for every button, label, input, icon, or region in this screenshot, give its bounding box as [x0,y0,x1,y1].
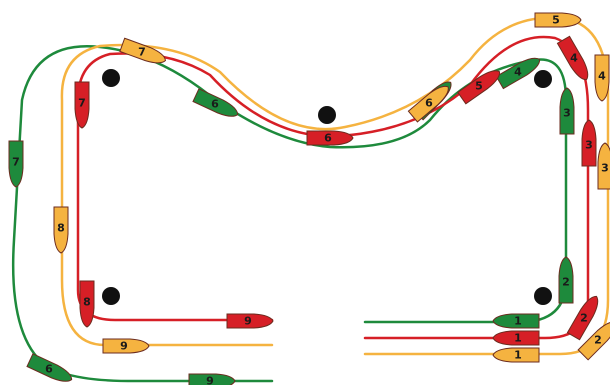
boat-orange-2: 2 [577,321,610,361]
boat-hull [558,256,574,304]
boat-hull [534,12,582,28]
boat-hull [79,280,95,328]
boat-orange-9: 9 [102,338,150,354]
boat-number: 9 [120,340,128,353]
boat-hull [26,353,73,382]
boat-number: 7 [138,46,146,59]
boat-red-5: 5 [457,70,501,105]
boat-number: 6 [211,98,219,111]
boat-green-6: 6 [192,88,239,117]
boat-hull [566,295,599,341]
boat-green-1: 1 [492,313,540,329]
boat-red-9: 9 [226,313,274,329]
boat-orange-7: 7 [119,37,167,64]
boat-red-6: 6 [306,130,354,146]
boat-number: 2 [580,312,588,325]
boat-number: 8 [57,222,65,235]
boat-hull [226,313,274,329]
boat-hull [577,321,610,361]
track-green [11,45,568,383]
boat-orange-3: 3 [597,142,610,190]
boat-number: 1 [514,315,522,328]
boat-hull [192,88,239,117]
boat-number: 6 [324,132,332,145]
boat-hull [306,130,354,146]
boat-hull [119,37,167,64]
boat-hull [495,57,541,90]
boat-orange-6: 6 [407,85,449,123]
boat-number: 1 [514,332,522,345]
boat-number: 4 [570,52,578,65]
boats: 111222333444555666777886999 [8,12,610,385]
boat-number: 8 [83,296,91,309]
mark-bottom-right [534,287,552,305]
boat-number: 6 [425,97,433,110]
boat-number: 5 [552,14,560,27]
boat-number: 3 [585,139,593,152]
boat-red-1: 1 [492,330,540,346]
boat-orange-5: 5 [534,12,582,28]
boat-number: 3 [563,107,571,120]
boat-hull [74,81,90,129]
boat-hull [492,330,540,346]
boat-hull [594,54,610,102]
boat-hull [559,87,575,135]
boat-number: 4 [514,66,522,79]
boat-red-8: 8 [79,280,95,328]
boat-number: 2 [594,334,602,347]
mark-top-right [534,70,552,88]
boat-number: 3 [601,162,609,175]
boat-green-7: 7 [8,140,24,188]
boat-red-7: 7 [74,81,90,129]
boat-number: 1 [514,349,522,362]
boat-hull [8,140,24,188]
boat-number: 4 [598,70,606,83]
course-marks [102,69,552,305]
boat-red-4: 4 [556,35,589,81]
boat-red-3: 3 [581,119,597,167]
boat-number: 2 [562,276,570,289]
mark-bottom-left [102,287,120,305]
boat-orange-8: 8 [53,206,69,254]
boat-hull [407,85,449,123]
boat-hull [556,35,589,81]
mark-top-left [102,69,120,87]
boat-number: 7 [78,97,86,110]
boat-number: 9 [206,375,214,385]
boat-orange-4: 4 [594,54,610,102]
boat-hull [581,119,597,167]
boat-orange-1: 1 [492,347,540,363]
boat-green-2: 2 [558,256,574,304]
boat-hull [597,142,610,190]
boat-number: 7 [12,156,20,169]
boat-green-6: 6 [26,353,73,382]
boat-green-4: 4 [495,57,541,90]
boat-number: 6 [45,363,53,376]
boat-number: 9 [244,315,252,328]
boat-hull [102,338,150,354]
boat-hull [188,373,236,385]
boat-hull [457,70,501,105]
boat-red-2: 2 [566,295,599,341]
boat-number: 5 [475,80,483,93]
boat-hull [492,347,540,363]
boat-hull [53,206,69,254]
boat-hull [492,313,540,329]
boat-green-3: 3 [559,87,575,135]
mark-top-center [318,106,336,124]
boat-green-9: 9 [188,373,236,385]
